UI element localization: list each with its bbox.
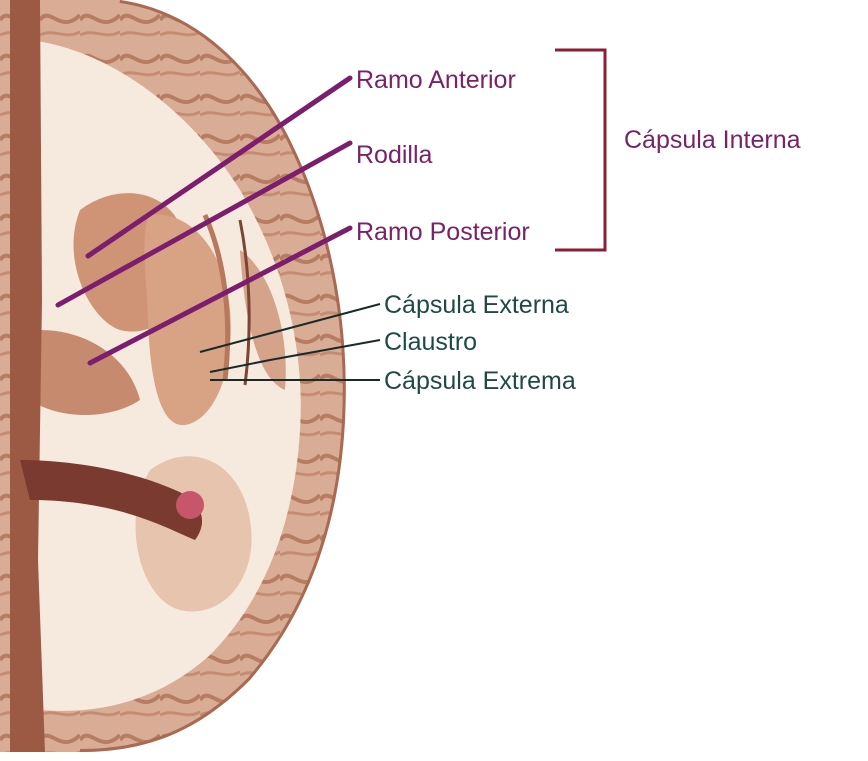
label-capsula-interna: Cápsula Interna (624, 126, 801, 154)
choroid-plexus (176, 491, 204, 519)
label-rodilla: Rodilla (356, 141, 433, 169)
label-claustro: Claustro (384, 328, 477, 356)
label-capsula-externa: Cápsula Externa (384, 291, 569, 319)
label-capsula-extrema: Cápsula Extrema (384, 367, 576, 395)
label-ramo-anterior: Ramo Anterior (356, 66, 516, 94)
lateral-ventricle (10, 0, 45, 752)
internal-capsule-bracket (555, 50, 605, 250)
label-ramo-posterior: Ramo Posterior (356, 218, 530, 246)
